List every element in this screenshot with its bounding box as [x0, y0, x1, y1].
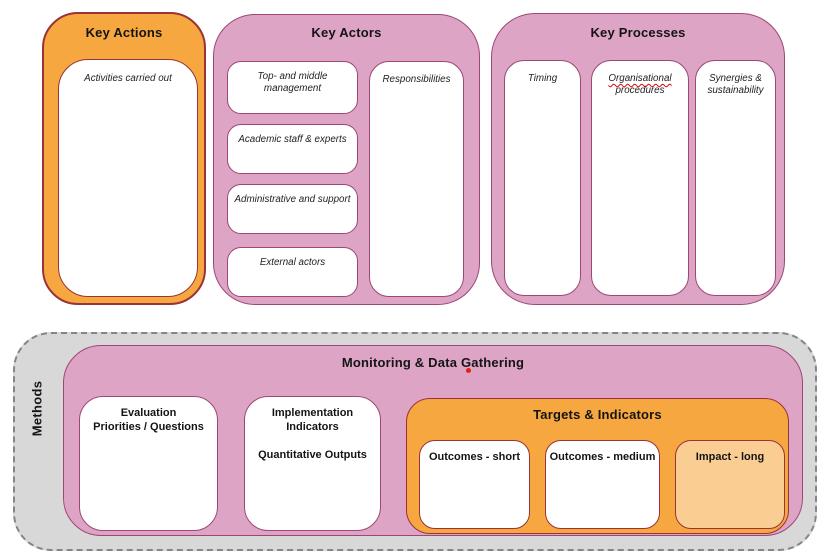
key-actions-title: Key Actions: [85, 25, 163, 40]
red-dot-marker: [465, 368, 471, 373]
key-actors-title: Key Actors: [311, 25, 382, 40]
synergies-label: Synergies & sustainability: [707, 73, 764, 97]
actor-box-administrative-support: Administrative and support: [227, 184, 358, 234]
activities-box: Activities carried out: [58, 59, 198, 297]
monitoring-title-text: Monitoring & Data Gathering: [341, 355, 525, 370]
evaluation-line2: Priorities / Questions: [93, 421, 204, 434]
impact-long-box: Impact - long: [675, 440, 785, 529]
outcomes-short-box: Outcomes - short: [419, 440, 530, 529]
actor-label: External actors: [259, 257, 326, 268]
actor-box-academic-staff: Academic staff & experts: [227, 124, 358, 174]
quantitative-outputs-label: Quantitative Outputs: [258, 448, 367, 461]
outcomes-short-label: Outcomes - short: [428, 451, 521, 463]
activities-label: Activities carried out: [84, 73, 172, 84]
outcomes-medium-label: Outcomes - medium: [549, 451, 656, 463]
evaluation-line1: Evaluation: [120, 407, 177, 419]
implementation-line1: Implementation: [271, 407, 354, 419]
implementation-line2: Indicators: [286, 421, 339, 434]
methods-vertical-label: Methods: [29, 380, 45, 437]
outcomes-medium-box: Outcomes - medium: [545, 440, 660, 529]
process-box-timing: Timing: [504, 60, 581, 296]
actor-box-top-middle-management: Top- and middle management: [227, 61, 358, 114]
timing-label: Timing: [527, 73, 558, 84]
targets-indicators-section: Targets & Indicators Outcomes - short Ou…: [406, 398, 789, 534]
process-box-synergies-sustainability: Synergies & sustainability: [695, 60, 776, 296]
actor-label: Academic staff & experts: [238, 134, 347, 145]
procedures-word: procedures: [615, 85, 665, 97]
key-actors-section: Key Actors Top- and middle management Ac…: [213, 14, 480, 305]
actor-label: Top- and middle management: [257, 71, 328, 95]
targets-indicators-title: Targets & Indicators: [533, 407, 662, 422]
key-processes-title: Key Processes: [590, 25, 686, 40]
actor-label: Administrative and support: [234, 194, 351, 205]
responsibilities-label: Responsibilities: [382, 74, 451, 85]
key-actions-section: Key Actions Activities carried out: [42, 12, 206, 305]
responsibilities-box: Responsibilities: [369, 61, 464, 297]
actor-box-external-actors: External actors: [227, 247, 358, 297]
misspelled-word: Organisational: [608, 73, 672, 84]
monitoring-title-row: Monitoring & Data Gathering: [64, 355, 802, 373]
impact-long-label: Impact - long: [695, 451, 765, 463]
monitoring-title: Monitoring & Data Gathering: [341, 355, 525, 373]
